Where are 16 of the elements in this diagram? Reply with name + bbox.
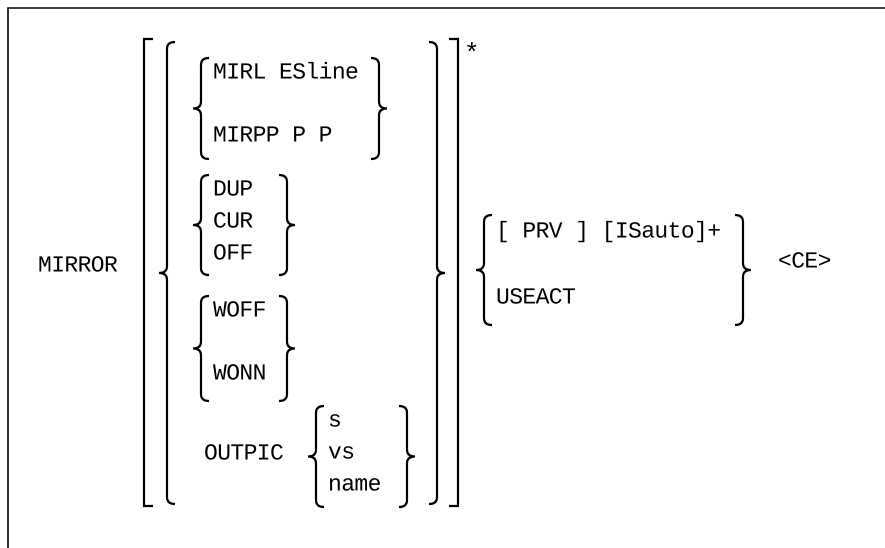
syntax-keyword: DUP bbox=[213, 178, 253, 202]
syntax-keyword: MIRROR bbox=[38, 254, 118, 278]
asterisk: * bbox=[464, 41, 480, 67]
syntax-keyword: MIRPP P P bbox=[213, 124, 332, 148]
syntax-keyword: OFF bbox=[213, 242, 253, 266]
syntax-keyword: OUTPIC bbox=[204, 442, 284, 466]
syntax-keyword: MIRL ESline bbox=[213, 62, 358, 84]
syntax-keyword: [ PRV ] [ISauto]+ bbox=[496, 220, 720, 244]
syntax-keyword: s bbox=[328, 410, 342, 432]
syntax-keyword: USEACT bbox=[496, 286, 576, 310]
syntax-keyword: CUR bbox=[213, 210, 253, 234]
syntax-keyword: WOFF bbox=[213, 300, 266, 322]
syntax-keyword: name bbox=[328, 474, 381, 496]
syntax-keyword: vs bbox=[328, 442, 354, 464]
syntax-keyword: <CE> bbox=[778, 250, 831, 274]
syntax-keyword: WONN bbox=[213, 362, 266, 386]
